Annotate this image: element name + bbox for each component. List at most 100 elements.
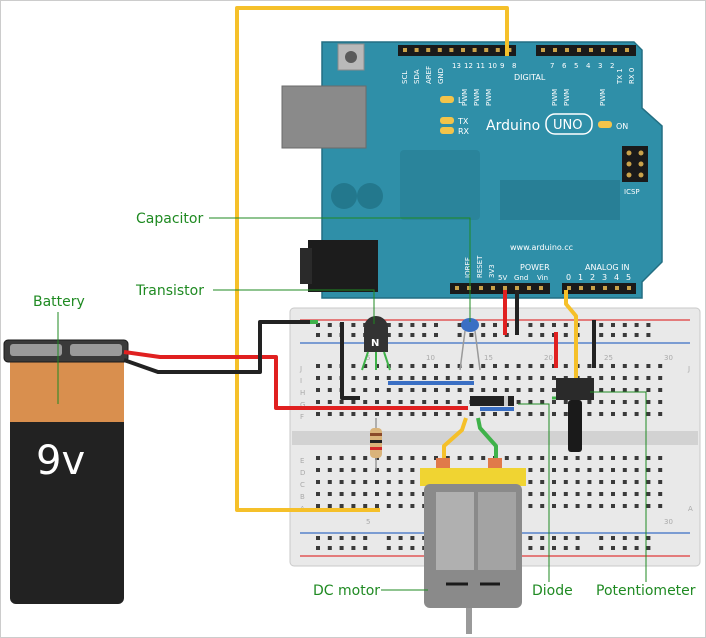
breadboard-hole: [481, 456, 486, 460]
breadboard-hole: [658, 400, 663, 404]
breadboard-hole: [646, 400, 651, 404]
breadboard-hole: [375, 376, 379, 380]
breadboard-hole: [599, 412, 604, 416]
breadboard-hole: [316, 364, 320, 368]
breadboard-hole: [611, 400, 615, 404]
header-pin: [472, 48, 477, 52]
column-number-20: 20: [544, 354, 553, 362]
rail-hole: [363, 546, 368, 550]
breadboard-hole: [363, 480, 368, 484]
breadboard-hole: [575, 504, 580, 508]
breadboard: J I H G F E D C B A J A 5 10 15 20 25 30…: [289, 307, 701, 567]
rail-hole: [646, 536, 651, 540]
row-letter-e: E: [300, 457, 304, 465]
breadboard-hole: [587, 492, 592, 496]
breadboard-hole: [634, 376, 639, 380]
breadboard-hole: [646, 480, 651, 484]
breadboard-hole: [422, 412, 427, 416]
diode: [470, 396, 514, 406]
breadboard-hole: [410, 376, 415, 380]
rail-hole: [457, 333, 462, 337]
rail-hole: [457, 323, 462, 327]
breadboard-hole: [351, 412, 356, 416]
breadboard-hole: [363, 388, 368, 392]
header-pin: [484, 48, 489, 52]
breadboard-hole: [386, 400, 391, 404]
header-pin: [615, 286, 619, 290]
pin-label-2: 2: [610, 62, 614, 70]
breadboard-hole: [646, 376, 651, 380]
pin-label-a0: 0: [566, 273, 571, 282]
breadboard-hole: [516, 388, 521, 392]
header-pin: [507, 48, 512, 52]
breadboard-hole: [587, 364, 592, 368]
breadboard-hole: [528, 480, 533, 484]
breadboard-hole: [327, 400, 332, 404]
breadboard-hole: [481, 388, 486, 392]
breadboard-hole: [457, 388, 462, 392]
breadboard-hole: [375, 388, 379, 392]
breadboard-hole: [351, 388, 356, 392]
breadboard-hole: [363, 400, 368, 404]
header-pin: [467, 286, 471, 290]
column-number-15: 15: [484, 354, 493, 362]
breadboard-hole: [434, 388, 438, 392]
rail-hole: [386, 546, 391, 550]
breadboard-hole: [634, 388, 639, 392]
breadboard-hole: [445, 400, 450, 404]
breadboard-hole: [327, 504, 332, 508]
rail-hole: [327, 323, 332, 327]
breadboard-hole: [375, 480, 379, 484]
rail-hole: [327, 546, 332, 550]
rail-hole: [398, 536, 403, 540]
rail-hole: [599, 323, 604, 327]
header-pin: [403, 48, 407, 52]
rail-hole: [316, 536, 320, 540]
breadboard-hole: [351, 468, 356, 472]
breadboard-hole: [528, 468, 533, 472]
breadboard-hole: [445, 364, 450, 368]
capacitor: [459, 318, 481, 371]
breadboard-hole: [339, 400, 344, 404]
breadboard-hole: [386, 388, 391, 392]
breadboard-hole: [316, 412, 320, 416]
breadboard-hole: [611, 468, 615, 472]
breadboard-hole: [316, 492, 320, 496]
breadboard-hole: [434, 376, 438, 380]
breadboard-hole: [575, 480, 580, 484]
label-potentiometer: Potentiometer: [596, 583, 696, 599]
rail-hole: [563, 323, 568, 327]
pin-label-gnd: GND: [437, 68, 445, 84]
rail-hole: [316, 333, 320, 337]
uno-badge: [545, 113, 593, 135]
rail-hole: [316, 546, 320, 550]
rail-hole: [646, 546, 651, 550]
breadboard-hole: [646, 456, 651, 460]
breadboard-hole: [563, 468, 568, 472]
breadboard-hole: [339, 480, 344, 484]
breadboard-hole: [339, 468, 344, 472]
breadboard-hole: [634, 456, 639, 460]
breadboard-hole: [575, 468, 580, 472]
breadboard-hole: [528, 504, 533, 508]
breadboard-hole: [622, 456, 627, 460]
breadboard-hole: [375, 504, 379, 508]
rail-hole: [410, 323, 415, 327]
rail-hole: [634, 546, 639, 550]
rail-hole: [316, 323, 320, 327]
breadboard-hole: [528, 492, 533, 496]
breadboard-hole: [552, 468, 556, 472]
breadboard-hole: [658, 364, 663, 368]
pwm-label-6: PWM: [551, 89, 559, 106]
breadboard-hole: [351, 504, 356, 508]
led-on: [598, 121, 612, 128]
rail-hole: [528, 323, 533, 327]
breadboard-hole: [422, 388, 427, 392]
header-pin: [539, 286, 543, 290]
breadboard-hole: [634, 480, 639, 484]
breadboard-hole: [622, 480, 627, 484]
pin-label-a4: 4: [614, 273, 619, 282]
breadboard-hole: [540, 400, 545, 404]
pin-label-reset: RESET: [476, 255, 484, 278]
pwm-label-11: PWM: [461, 89, 469, 106]
